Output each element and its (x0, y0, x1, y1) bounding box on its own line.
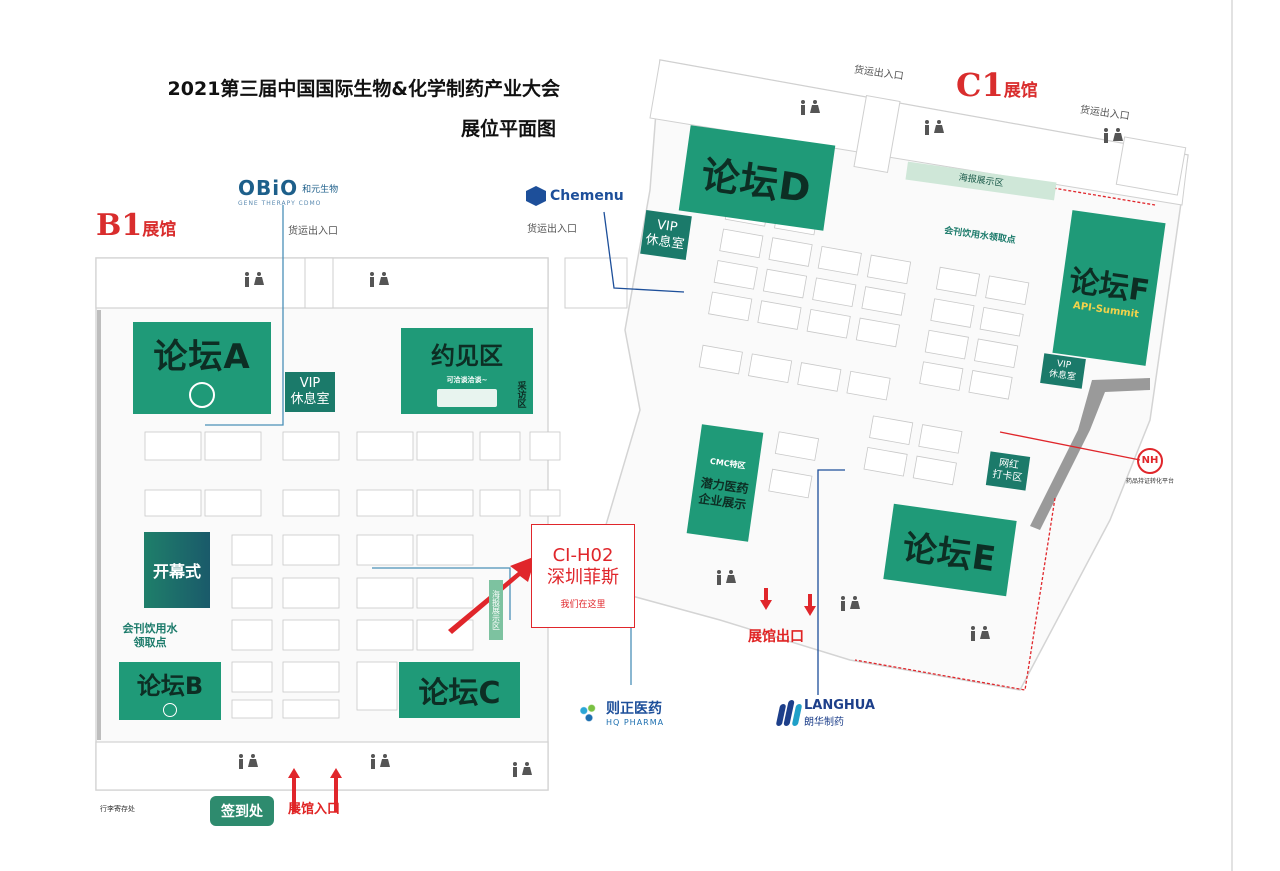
vip-lounge-c1-line2: 休息室 (644, 232, 686, 253)
booth-company: 深圳菲斯 (547, 567, 619, 588)
water-pickup-b1: 会刊饮用水 领取点 (112, 622, 188, 650)
cargo-door-b1-left: 货运出入口 (288, 226, 338, 237)
hall-c1-label: C1展馆 (956, 66, 1038, 104)
nh-caption: 药品持证转化平台 (1125, 478, 1174, 485)
forum-b-label: 论坛B (136, 671, 204, 700)
forum-b-emblem-icon (163, 702, 177, 717)
vip-lounge-c1-f-line2: 休息室 (1048, 369, 1077, 383)
forum-e-label: 论坛E (900, 527, 999, 580)
sponsor-obio[interactable]: OBiO 和元生物 GENE THERAPY CDMO (238, 176, 338, 207)
sponsor-langhua[interactable]: LANGHUA 朗华制药 (775, 698, 875, 728)
langhua-bars-icon (775, 700, 803, 726)
meeting-area-sublabel: 可洽谈洽谈~ (446, 376, 488, 384)
forum-c[interactable]: 论坛C (399, 662, 520, 718)
vip-lounge-b1-line2: 休息室 (290, 392, 330, 407)
highlighted-booth-callout[interactable]: CI-H02 深圳菲斯 我们在这里 (531, 524, 635, 628)
forum-a[interactable]: 论坛A (133, 322, 271, 414)
vip-lounge-b1-line1: VIP (299, 376, 321, 391)
langhua-cn-name: 朗华制药 (804, 717, 844, 728)
cargo-door-b1-mid: 货运出入口 (527, 224, 577, 235)
hq-pharma-cn-name: 则正医药 (606, 701, 662, 717)
water-pickup-b1-line1: 会刊饮用水 (122, 622, 178, 635)
interview-area: 采访区 (510, 376, 532, 412)
opening-ceremony-area[interactable]: 开幕式 (144, 532, 210, 608)
water-pickup-b1-line2: 领取点 (133, 636, 167, 649)
vip-lounge-c1-f[interactable]: VIP 休息室 (1040, 353, 1086, 389)
forum-f[interactable]: 论坛F API-Summit (1052, 210, 1166, 366)
meeting-table-icon (437, 389, 497, 407)
forum-d-label: 论坛D (698, 151, 815, 211)
forum-a-label: 论坛A (153, 336, 251, 377)
sign-in-desk[interactable]: 签到处 (210, 796, 274, 826)
map-title: 2021第三届中国国际生物&化学制药产业大会 (167, 78, 560, 100)
hall-b1-label: B1展馆 (96, 208, 176, 243)
poster-area-b1: 海报展示区 (489, 580, 503, 640)
forum-b[interactable]: 论坛B (119, 662, 221, 720)
hq-pharma-en-name: HQ PHARMA (606, 718, 665, 727)
nh-logo-icon: NH (1137, 448, 1163, 474)
booth-note: 我们在这里 (560, 600, 606, 610)
map-subtitle: 展位平面图 (460, 118, 556, 140)
hq-pharma-molecule-icon (576, 700, 602, 725)
obio-wordmark: OBiO (238, 176, 299, 200)
hall-entrance-label: 展馆入口 (288, 802, 341, 817)
influencer-checkin-area[interactable]: 网红 打卡区 (985, 451, 1031, 491)
forum-c-label: 论坛C (418, 676, 501, 711)
sponsor-hq-pharma[interactable]: 则正医药 HQ PHARMA (576, 698, 664, 727)
hall-b1-code: B1 (96, 208, 143, 243)
luggage-storage-label: 行李寄存处 (100, 805, 135, 813)
hall-b1-suffix: 展馆 (142, 220, 177, 240)
sponsor-chemenu[interactable]: Chemenu (526, 186, 624, 206)
influencer-line2: 打卡区 (991, 468, 1023, 484)
cmc-area-label: CMC特区 (709, 456, 747, 471)
obio-cn-name: 和元生物 (302, 184, 339, 195)
hall-exit-label: 展馆出口 (748, 629, 804, 645)
meeting-area-label: 约见区 (431, 342, 503, 370)
vip-lounge-c1[interactable]: VIP 休息室 (640, 210, 692, 260)
chemenu-hexagon-icon (526, 186, 546, 206)
sponsor-nh[interactable]: NH 药品持证转化平台 (1112, 448, 1188, 485)
chemenu-wordmark: Chemenu (550, 188, 624, 204)
hall-c1-suffix: 展馆 (1003, 81, 1038, 101)
forum-a-emblem-icon (189, 381, 215, 408)
langhua-en-name: LANGHUA (804, 698, 875, 713)
booth-code: CI-H02 (552, 545, 614, 566)
hall-c1-code: C1 (956, 66, 1004, 104)
vip-lounge-b1[interactable]: VIP 休息室 (285, 372, 335, 412)
obio-tagline: GENE THERAPY CDMO (238, 200, 322, 207)
